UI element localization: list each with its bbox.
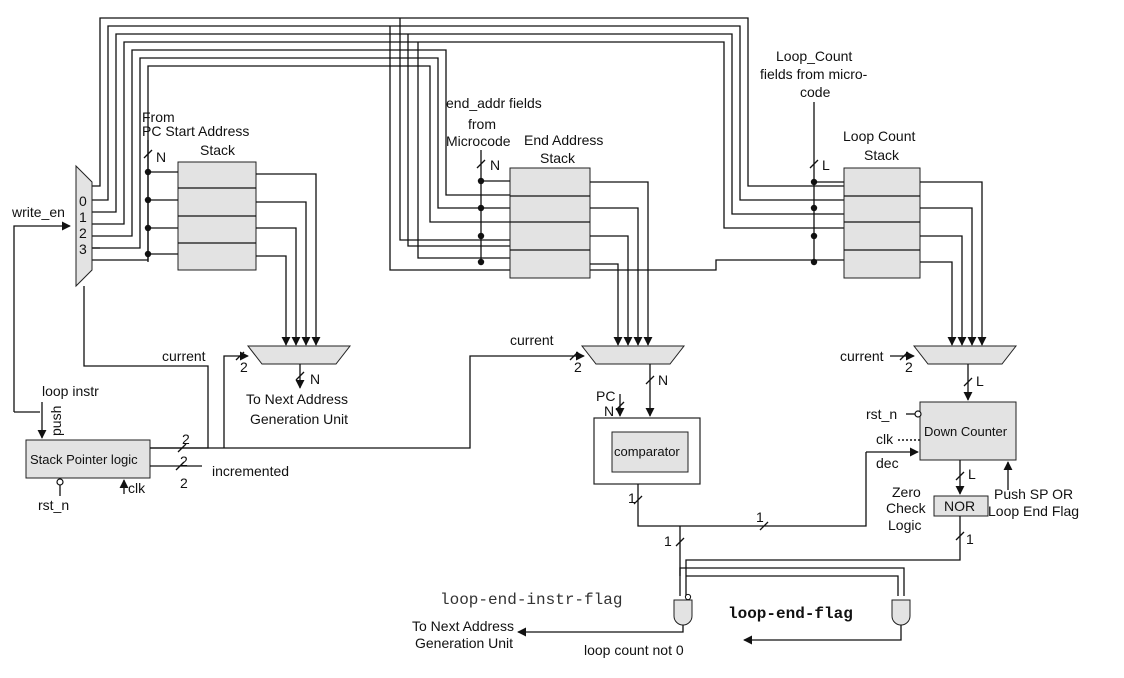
from-label: From bbox=[142, 109, 175, 125]
stack-pointer-logic bbox=[25, 439, 151, 479]
write-en-wire bbox=[13, 221, 71, 412]
comparator-label: comparator bbox=[614, 444, 680, 459]
start-stack-inputs bbox=[144, 168, 178, 258]
nor-label: NOR bbox=[944, 498, 975, 514]
mux-port-0: 0 bbox=[79, 193, 87, 209]
start-address-stack bbox=[177, 161, 257, 271]
incremented-label: incremented bbox=[212, 463, 289, 479]
sp-inc-width-a: 2 bbox=[180, 453, 188, 469]
loop-stack-label: Stack bbox=[864, 147, 900, 163]
pc-width-n: N bbox=[604, 403, 614, 419]
dc-rst-label: rst_n bbox=[866, 406, 897, 422]
loop-count-stack bbox=[843, 167, 921, 279]
start-to-next-2: Generation Unit bbox=[250, 411, 348, 427]
end-address-label: End Address bbox=[524, 132, 603, 148]
loop-count-fields-1: Loop_Count bbox=[776, 48, 852, 64]
write-bus bbox=[92, 17, 844, 271]
end-address-stack bbox=[509, 167, 591, 279]
loop-count-fields-2: fields from micro- bbox=[760, 66, 868, 82]
loop-end-and-gate bbox=[891, 599, 911, 626]
zero-check-2: Check bbox=[886, 500, 927, 516]
start-stack-outputs bbox=[256, 173, 321, 346]
zero-check-3: Logic bbox=[888, 517, 921, 533]
loop-end-instr-and-gate bbox=[673, 599, 693, 626]
dec-label: dec bbox=[876, 455, 899, 471]
bottom-to-next-2: Generation Unit bbox=[415, 635, 513, 651]
loop-width-2: 2 bbox=[905, 359, 913, 375]
push-sp-label-2: Loop End Flag bbox=[988, 503, 1079, 519]
sp-inc-width-b: 2 bbox=[180, 475, 188, 491]
loop-instr-label: loop instr bbox=[42, 383, 99, 399]
start-output-mux bbox=[246, 345, 352, 365]
mux-port-2: 2 bbox=[79, 225, 87, 241]
down-counter bbox=[919, 401, 1017, 461]
loop-count-label: Loop Count bbox=[843, 128, 916, 144]
zero-check-1: Zero bbox=[892, 484, 921, 500]
dc-width-l: L bbox=[968, 466, 976, 482]
bottom-to-next-1: To Next Address bbox=[412, 618, 514, 634]
push-sp-label-1: Push SP OR bbox=[994, 486, 1073, 502]
end-stack-label: Stack bbox=[540, 150, 576, 166]
end-stack-outputs bbox=[590, 181, 653, 346]
end-width-n: N bbox=[490, 157, 500, 173]
loop-end-instr-flag-label: loop-end-instr-flag bbox=[440, 591, 622, 609]
write-demux bbox=[75, 164, 93, 288]
down-counter-label: Down Counter bbox=[924, 424, 1008, 439]
loop-out-width-l: L bbox=[976, 373, 984, 389]
end-output-mux bbox=[580, 345, 686, 365]
current-to-end-mux bbox=[224, 351, 585, 449]
start-current-label: current bbox=[162, 348, 206, 364]
end-width-2: 2 bbox=[574, 359, 582, 375]
mux-port-3: 3 bbox=[79, 241, 87, 257]
loop-count-not-zero-label: loop count not 0 bbox=[584, 642, 684, 658]
start-width-n: N bbox=[156, 149, 166, 165]
loop-output-mux bbox=[912, 345, 1018, 365]
end-stack-inputs bbox=[477, 177, 510, 266]
sp-clk-label: clk bbox=[128, 480, 146, 496]
loop-stack-inputs bbox=[810, 178, 844, 266]
end-current-label: current bbox=[510, 332, 554, 348]
loop-stack-outputs bbox=[920, 181, 987, 346]
loop-end-flag-label: loop-end-flag bbox=[728, 605, 853, 623]
start-width-2: 2 bbox=[240, 359, 248, 375]
start-out-width-n: N bbox=[310, 371, 320, 387]
mux-port-1: 1 bbox=[79, 209, 87, 225]
write-en-label: write_en bbox=[11, 204, 65, 220]
sp-rst-label: rst_n bbox=[38, 497, 69, 513]
nor-gate bbox=[933, 495, 989, 517]
loop-current-label: current bbox=[840, 348, 884, 364]
stack-pointer-label: Stack Pointer logic bbox=[30, 452, 138, 467]
nor-width-1: 1 bbox=[966, 531, 974, 547]
comp-branch-width: 1 bbox=[664, 533, 672, 549]
loop-count-fields-3: code bbox=[800, 84, 831, 100]
start-address-label: PC Start Address bbox=[142, 123, 249, 139]
comp-width-1: 1 bbox=[628, 490, 636, 506]
sp-current-width: 2 bbox=[182, 431, 190, 447]
dc-clk-label: clk bbox=[876, 431, 894, 447]
end-from-label: from bbox=[468, 116, 496, 132]
end-addr-fields-label: end_addr fields bbox=[446, 95, 542, 111]
end-microcode-label: Microcode bbox=[446, 133, 511, 149]
push-label: push bbox=[48, 406, 64, 436]
pc-label: PC bbox=[596, 388, 615, 404]
loop-width-l: L bbox=[822, 157, 830, 173]
comp-to-dec-width: 1 bbox=[756, 509, 764, 525]
start-to-next-1: To Next Address bbox=[246, 391, 348, 407]
start-stack-label: Stack bbox=[200, 142, 236, 158]
end-out-width-n: N bbox=[658, 372, 668, 388]
